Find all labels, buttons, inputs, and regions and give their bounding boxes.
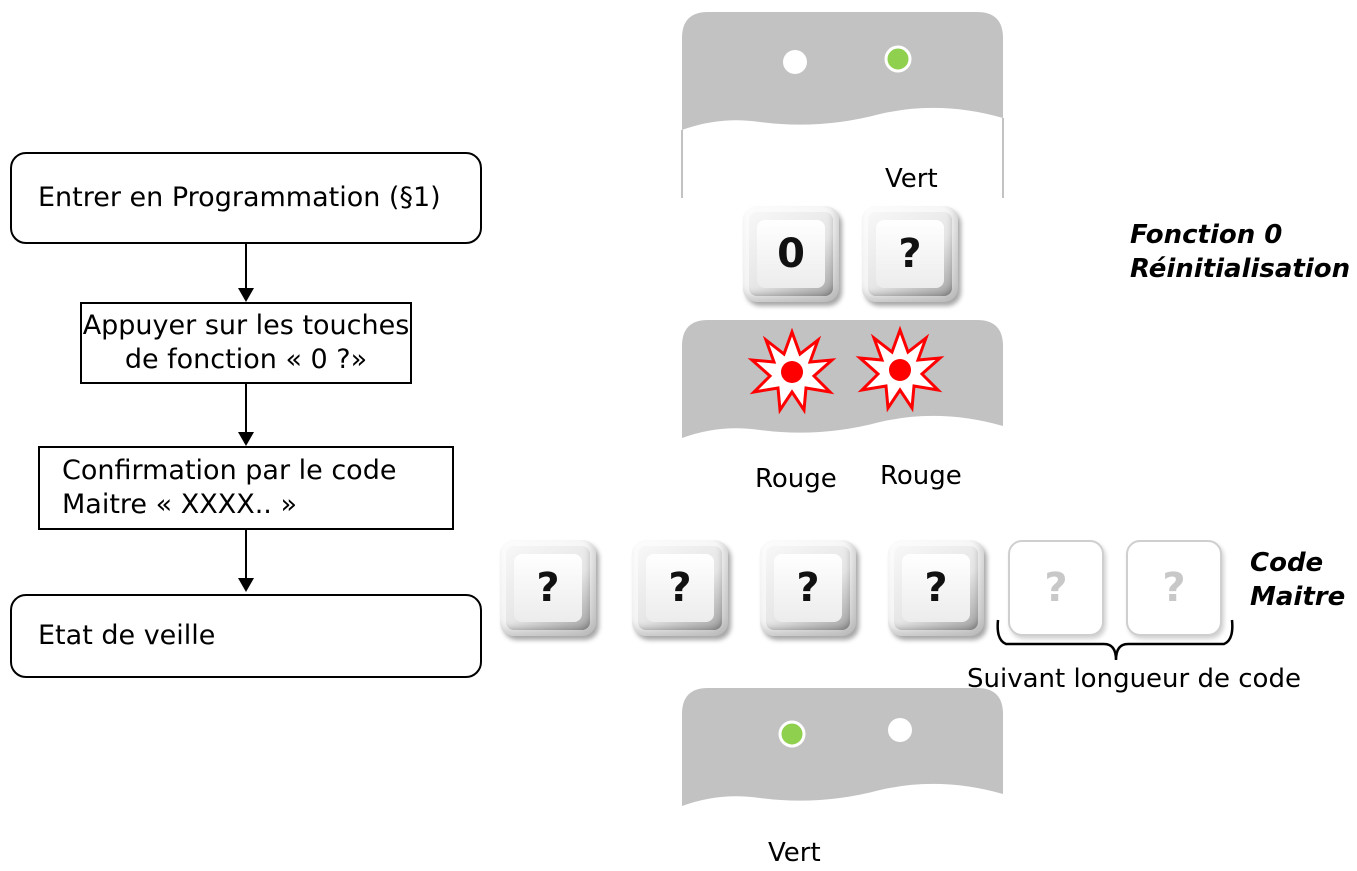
led-right-red-flash-icon: [855, 325, 945, 413]
led-right-green: [884, 45, 912, 73]
step-confirm-line1: Confirmation par le code: [62, 455, 397, 486]
arrow-3-head: [238, 578, 254, 592]
code-key-2[interactable]: ?: [632, 540, 728, 636]
step-standby-text: Etat de veille: [38, 620, 216, 651]
step-enter-programming: Entrer en Programmation (§1): [10, 152, 482, 244]
key-0[interactable]: 0: [743, 206, 839, 302]
code-key-3[interactable]: ?: [760, 540, 856, 636]
step-press-line1: Appuyer sur les touches: [82, 310, 410, 341]
led-panel-bottom: [682, 688, 1003, 854]
arrow-3: [245, 530, 247, 578]
code-key-2-label: ?: [646, 554, 714, 622]
function-side-label: Fonction 0 Réinitialisation: [1130, 218, 1350, 286]
step-standby: Etat de veille: [10, 594, 482, 678]
led-left-off: [783, 50, 807, 74]
led-left-red-flash-icon: [747, 327, 837, 415]
step-confirm-line2: Maitre « XXXX.. »: [62, 489, 297, 520]
panel-top-label: Vert: [885, 164, 938, 194]
code-key-6-label: ?: [1140, 554, 1208, 622]
led-panel-top: [681, 12, 1004, 198]
code-key-1[interactable]: ?: [500, 540, 596, 636]
code-side-label: Code Maitre: [1250, 546, 1345, 614]
code-key-4-label: ?: [902, 554, 970, 622]
panel-middle-label-right: Rouge: [880, 461, 962, 491]
code-key-6-optional[interactable]: ?: [1126, 540, 1222, 636]
code-key-5-optional[interactable]: ?: [1008, 540, 1104, 636]
arrow-1-head: [238, 288, 254, 302]
panel-bottom-label: Vert: [768, 838, 821, 868]
led-left-green: [778, 720, 806, 748]
code-length-note: Suivant longueur de code: [967, 664, 1301, 694]
led-panel-middle: [682, 320, 1003, 494]
led-right-off: [888, 718, 912, 742]
step-confirm-master-code: Confirmation par le code Maitre « XXXX..…: [38, 446, 454, 530]
function-side-label-line1: Fonction 0: [1130, 220, 1283, 250]
code-key-1-label: ?: [514, 554, 582, 622]
arrow-2-head: [238, 432, 254, 446]
code-key-3-label: ?: [774, 554, 842, 622]
function-side-label-line2: Réinitialisation: [1130, 254, 1351, 284]
step-enter-programming-text: Entrer en Programmation (§1): [38, 182, 441, 213]
code-length-bracket: [996, 619, 1234, 661]
code-side-label-line1: Code: [1250, 548, 1324, 578]
arrow-2: [245, 384, 247, 432]
key-function-question[interactable]: ?: [862, 206, 958, 302]
code-side-label-line2: Maitre: [1250, 582, 1346, 612]
key-function-question-label: ?: [876, 220, 944, 288]
step-press-line2: de fonction « 0 ?»: [124, 344, 368, 375]
key-0-label: 0: [757, 220, 825, 288]
panel-middle-label-left: Rouge: [755, 464, 837, 494]
code-key-4[interactable]: ?: [888, 540, 984, 636]
arrow-1: [245, 244, 247, 288]
step-press-function-keys: Appuyer sur les touches de fonction « 0 …: [80, 302, 412, 384]
code-key-5-label: ?: [1022, 554, 1090, 622]
